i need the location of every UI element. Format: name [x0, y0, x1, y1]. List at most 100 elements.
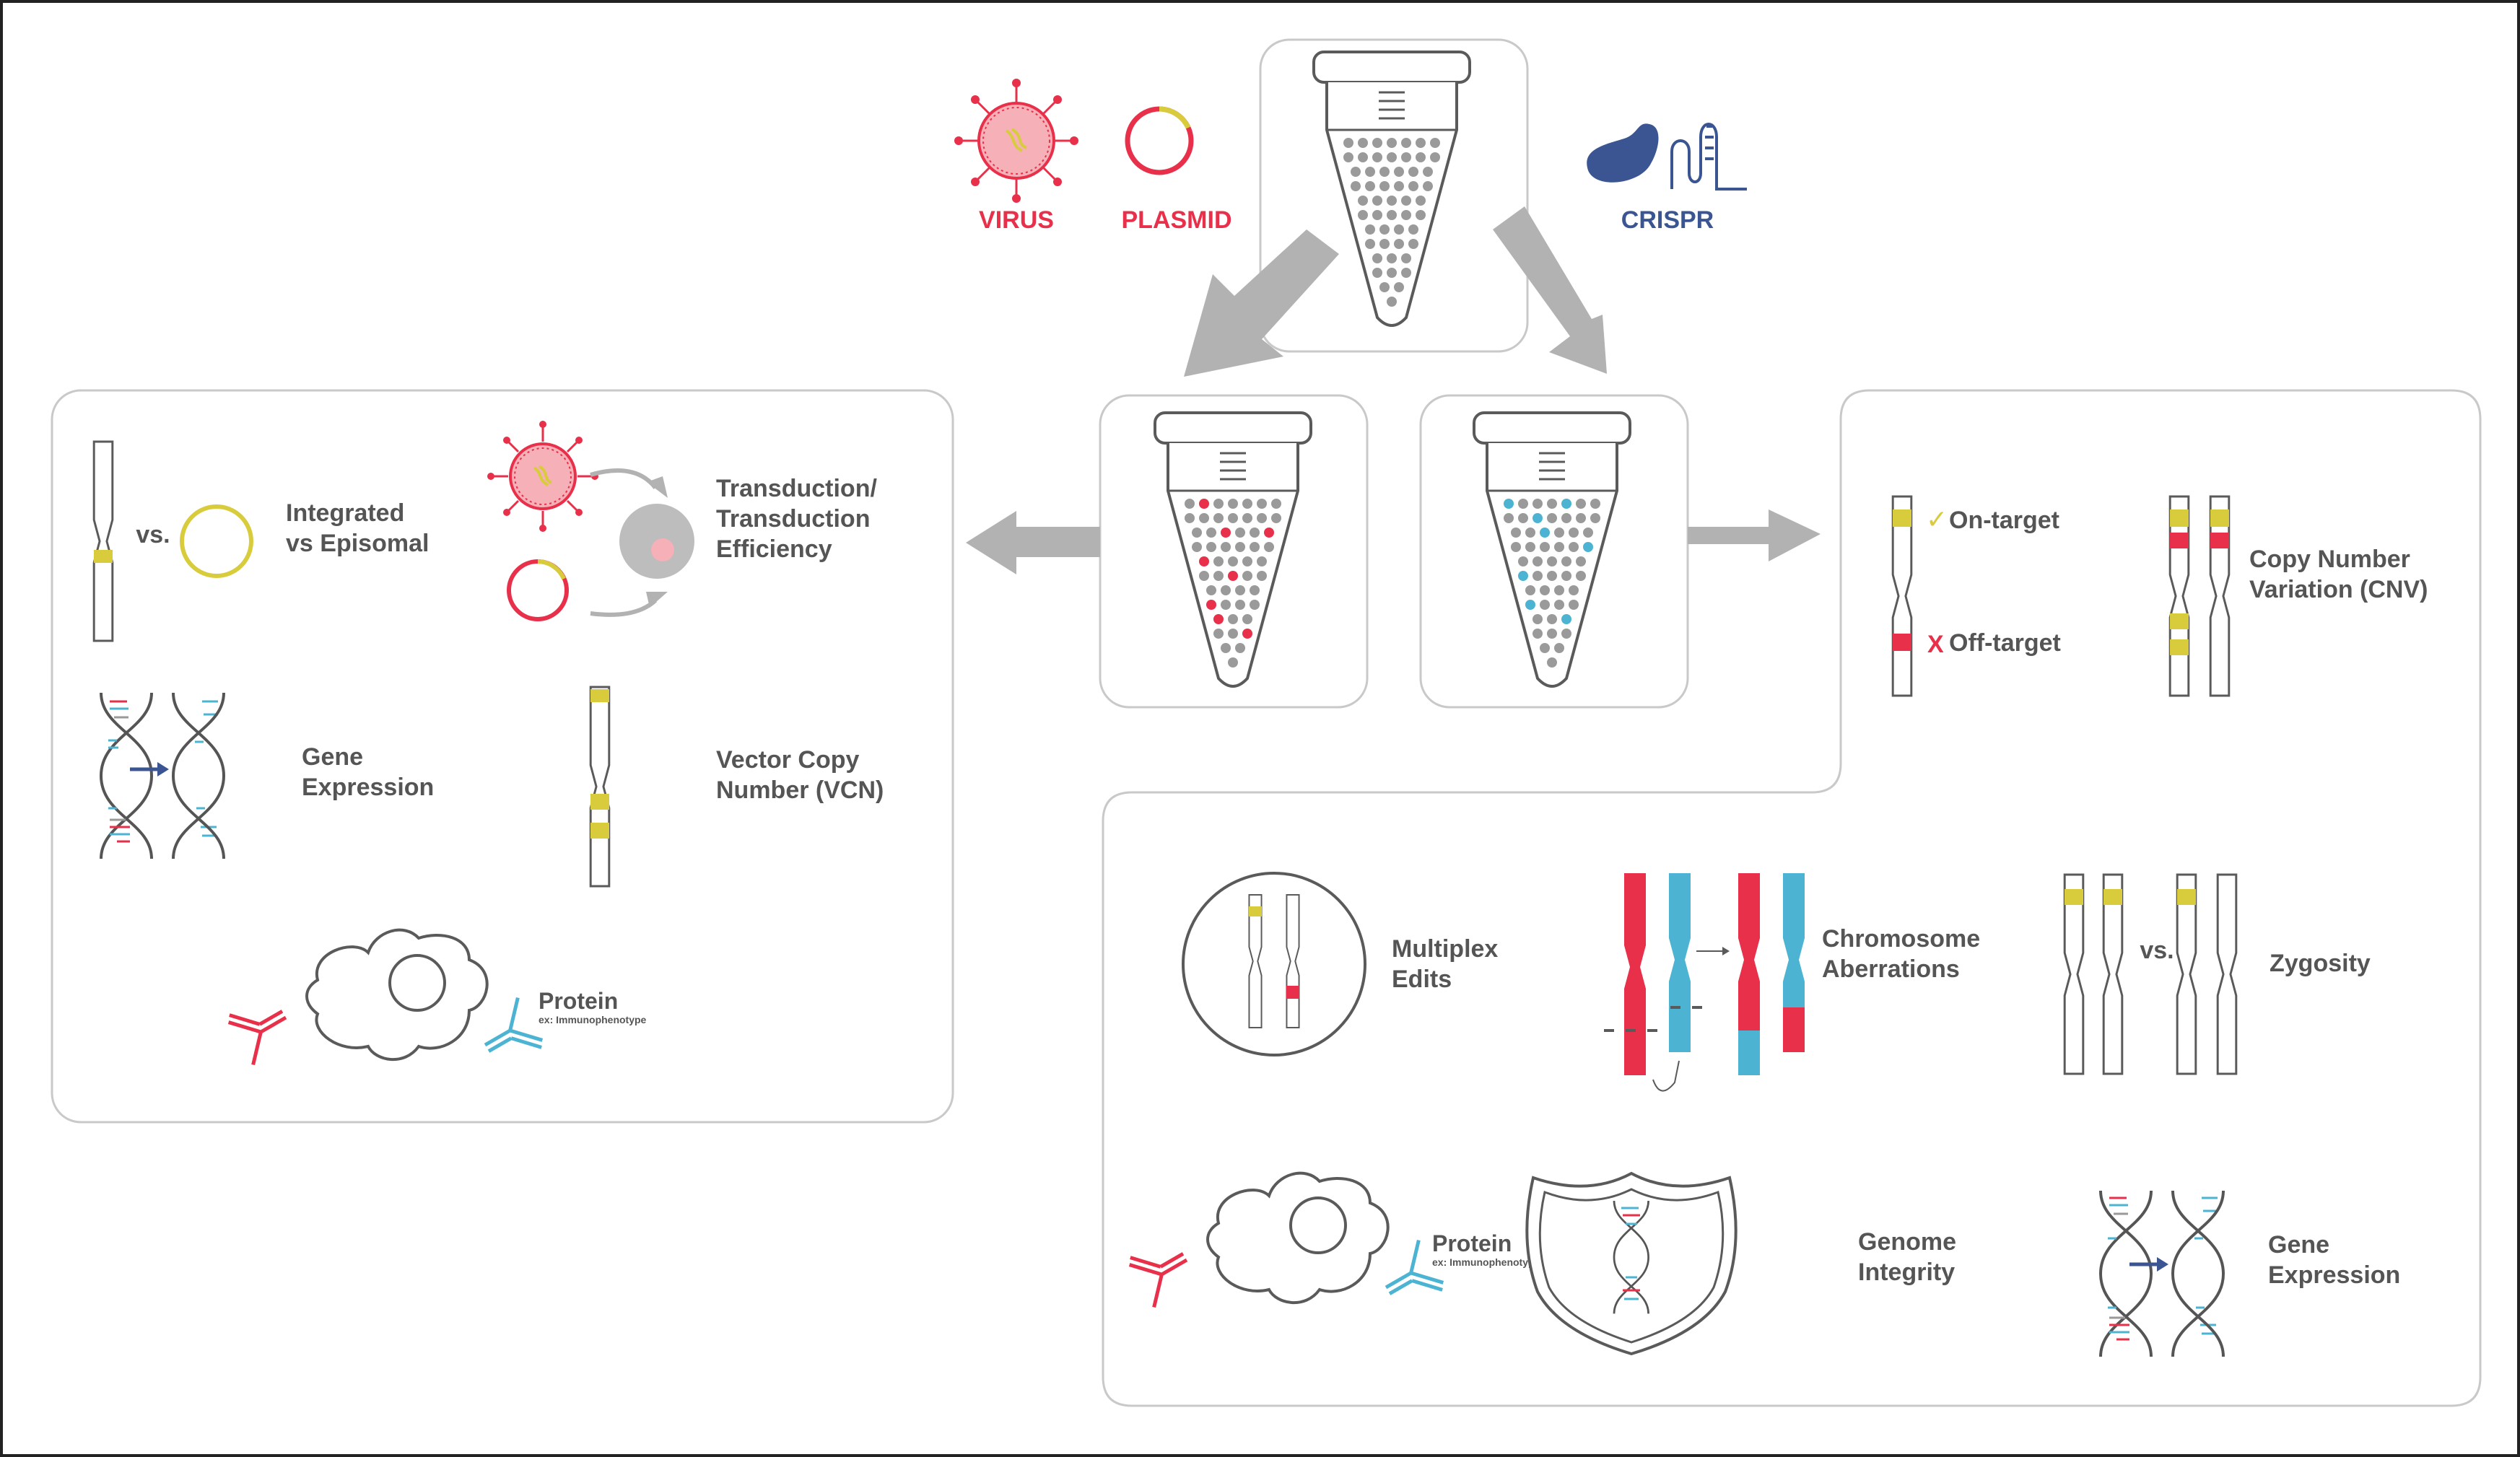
tube-dot [1372, 253, 1382, 263]
genome-integrity-label-line2: Integrity [1858, 1259, 1955, 1286]
tube-dot [1408, 239, 1418, 249]
chromosome-aberrations-icon [1604, 873, 1805, 1092]
tube-dot [1561, 556, 1571, 566]
tube-dot [1511, 528, 1521, 538]
tube-dot [1228, 571, 1238, 581]
tube-dot [1533, 629, 1543, 639]
tube-dot [1221, 600, 1231, 610]
tube-dot [1365, 181, 1375, 191]
tube-dot [1423, 167, 1433, 177]
tube-dot [1394, 282, 1404, 292]
plasmid-label: PLASMID [1122, 206, 1232, 234]
tube-dot [1525, 600, 1535, 610]
gene-therapy-tube-icon [1154, 411, 1312, 688]
gene-expression-label-line2: Expression [302, 774, 434, 801]
tube-dot [1504, 499, 1514, 509]
tube-dot [1540, 643, 1550, 653]
gene-expression-label-bottom-line2: Expression [2268, 1261, 2400, 1289]
tube-dot [1554, 643, 1564, 653]
vcn-label-line2: Number (VCN) [716, 776, 884, 804]
tube-dot [1228, 614, 1238, 624]
cell-icon-bottom [1206, 1171, 1390, 1304]
tube-dot [1387, 152, 1397, 162]
check-icon: ✓ [1926, 504, 1948, 534]
tube-dot [1228, 629, 1238, 639]
tube-dot [1554, 585, 1564, 595]
tube-dot [1547, 614, 1557, 624]
tube-dot [1554, 542, 1564, 552]
zygosity-chromosomes-icon [2063, 873, 2238, 1075]
tube-dot [1416, 210, 1426, 220]
tube-dot [1372, 152, 1382, 162]
tube-dot [1387, 196, 1397, 206]
tube-dot [1540, 542, 1550, 552]
virus-icon [954, 79, 1078, 203]
tube-dot [1271, 513, 1281, 523]
tube-dot [1213, 556, 1224, 566]
tube-dot [1235, 528, 1245, 538]
multiplex-edits-icon [1182, 872, 1366, 1056]
multiplex-label-line1: Multiplex [1392, 935, 1498, 963]
tube-dot [1358, 210, 1368, 220]
arrow-right [1688, 509, 1821, 561]
gene-editing-tube-icon [1473, 411, 1631, 688]
tube-dot [1561, 629, 1571, 639]
tube-dot [1228, 513, 1238, 523]
tube-dot [1199, 513, 1209, 523]
tube-dot [1387, 268, 1397, 278]
tube-dot [1394, 181, 1404, 191]
tube-dot [1235, 585, 1245, 595]
tube-dot [1250, 542, 1260, 552]
tube-dot [1228, 657, 1238, 668]
target-cell-icon [619, 504, 694, 579]
chromosome-aberrations-label-line2: Aberrations [1822, 955, 1960, 983]
tube-dot [1264, 528, 1274, 538]
tube-dot [1242, 614, 1252, 624]
tube-dot [1185, 513, 1195, 523]
tube-dot [1235, 600, 1245, 610]
transduction-label-line1: Transduction/ [716, 475, 877, 502]
chromosome-aberrations-label-line1: Chromosome [1822, 925, 1980, 953]
virus-label: VIRUS [979, 206, 1054, 234]
tube-dot [1213, 513, 1224, 523]
tube-dot [1379, 167, 1390, 177]
tube-dot [1430, 138, 1440, 148]
tube-dot [1408, 224, 1418, 235]
tube-dot [1372, 268, 1382, 278]
tube-dot [1242, 556, 1252, 566]
tube-dot [1583, 542, 1593, 552]
tube-dot [1408, 167, 1418, 177]
tube-dot [1242, 571, 1252, 581]
tube-dot [1569, 600, 1579, 610]
tube-dot [1257, 499, 1267, 509]
cnv-label-line2: Variation (CNV) [2249, 576, 2428, 603]
genome-integrity-label-line1: Genome [1858, 1228, 1956, 1256]
tube-dot [1242, 499, 1252, 509]
tube-dot [1518, 556, 1528, 566]
tube-dot [1561, 513, 1571, 523]
tube-dot [1533, 556, 1543, 566]
tube-dot [1365, 239, 1375, 249]
tube-dot [1518, 499, 1528, 509]
tube-dot [1199, 571, 1209, 581]
multiplex-label-line2: Edits [1392, 966, 1452, 993]
tube-dot [1343, 138, 1353, 148]
tube-dot [1192, 542, 1202, 552]
protein-label: Protein [539, 988, 618, 1014]
tube-dot [1379, 282, 1390, 292]
tube-dot [1576, 556, 1586, 566]
guide-rna-icon [1670, 123, 1747, 191]
tube-dot [1206, 600, 1216, 610]
tube-dot [1525, 542, 1535, 552]
tube-dot [1590, 499, 1600, 509]
tube-dot [1394, 239, 1404, 249]
tube-dot [1590, 513, 1600, 523]
tube-dot [1547, 556, 1557, 566]
tube-dot [1430, 152, 1440, 162]
tube-dot [1533, 614, 1543, 624]
virus-small-icon [487, 421, 598, 532]
tube-dot [1416, 152, 1426, 162]
arrow-down-left [1184, 229, 1339, 377]
